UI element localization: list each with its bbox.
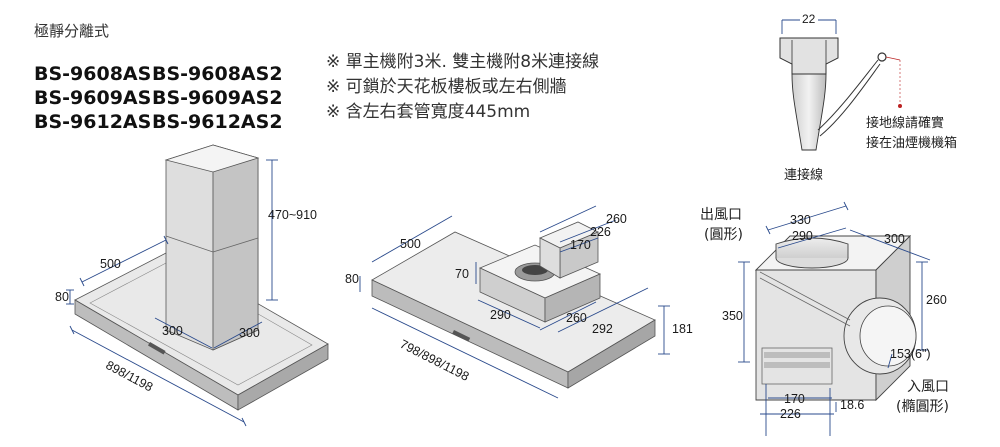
model-name: BS-9609AS bbox=[34, 87, 152, 109]
motor-box-drawing bbox=[738, 201, 931, 436]
series-title: 極靜分離式 bbox=[34, 23, 110, 40]
model-name: BS-9608AS bbox=[34, 63, 152, 85]
model-name: BS-9612AS bbox=[34, 111, 152, 133]
dim-hood-right-offset: 300 bbox=[239, 326, 260, 340]
dim-motor-depth: 260 bbox=[566, 311, 587, 325]
island-hood-drawing bbox=[359, 205, 670, 399]
model-row: BS-9608ASBS-9608AS2 bbox=[34, 62, 283, 86]
dim-island-front-height: 80 bbox=[345, 272, 359, 286]
model-name: BS-9609AS2 bbox=[152, 87, 283, 109]
dim-motor-depth: 300 bbox=[884, 232, 905, 246]
dim-top-260: 260 bbox=[606, 212, 627, 226]
dim-flange: 18.6 bbox=[840, 398, 865, 412]
notes-list: ※ 單主機附3米. 雙主機附8米連接線 ※ 可鎖於天花板樓板或左右側牆 ※ 含左… bbox=[326, 50, 599, 125]
dim-motor-height: 350 bbox=[722, 309, 743, 323]
note-item: ※ 可鎖於天花板樓板或左右側牆 bbox=[326, 77, 567, 97]
note-item: ※ 單主機附3米. 雙主機附8米連接線 bbox=[326, 52, 600, 72]
dim-collar-height: 70 bbox=[455, 267, 469, 281]
dim-island-height: 181 bbox=[672, 322, 693, 336]
outlet-shape-label: (圓形) bbox=[704, 227, 743, 243]
connector-caption: 連接線 bbox=[784, 168, 824, 183]
dim-base-226: 226 bbox=[780, 407, 801, 421]
model-list: BS-9608ASBS-9608AS2 BS-9609ASBS-9609AS2 … bbox=[34, 62, 283, 134]
model-row: BS-9609ASBS-9609AS2 bbox=[34, 86, 283, 110]
inlet-shape-label: (橢圓形) bbox=[896, 399, 949, 415]
ground-note-line-2: 接在油煙機機箱 bbox=[866, 136, 958, 151]
chimney-hood-drawing bbox=[66, 144, 329, 427]
connector-cable-drawing bbox=[779, 19, 902, 151]
dim-motor-outer: 330 bbox=[790, 213, 811, 227]
dim-top-170: 170 bbox=[570, 238, 591, 252]
dim-hood-front-height: 80 bbox=[55, 290, 69, 304]
dim-hood-left-offset: 300 bbox=[162, 324, 183, 338]
dim-duct-width: 290 bbox=[490, 308, 511, 322]
model-name: BS-9608AS2 bbox=[152, 63, 283, 85]
dim-chimney-height: 470~910 bbox=[268, 208, 318, 222]
outlet-label: 出風口 bbox=[700, 207, 742, 223]
dim-outlet-diameter: 153(6") bbox=[890, 347, 931, 361]
dim-motor-length: 292 bbox=[592, 322, 613, 336]
dim-island-depth: 500 bbox=[400, 237, 421, 251]
dim-motor-inner: 290 bbox=[792, 229, 813, 243]
model-name: BS-9612AS2 bbox=[152, 111, 283, 133]
inlet-label: 入風口 bbox=[907, 379, 949, 395]
dim-connector-width: 22 bbox=[802, 12, 816, 26]
dim-base-170: 170 bbox=[784, 392, 805, 406]
model-row: BS-9612ASBS-9612AS2 bbox=[34, 110, 283, 134]
ground-note-line-1: 接地線請確實 bbox=[866, 116, 945, 131]
dim-top-226: 226 bbox=[590, 225, 611, 239]
dim-hood-depth: 500 bbox=[100, 257, 121, 271]
note-item: ※ 含左右套管寬度445mm bbox=[326, 102, 531, 122]
dim-motor-side: 260 bbox=[926, 293, 947, 307]
